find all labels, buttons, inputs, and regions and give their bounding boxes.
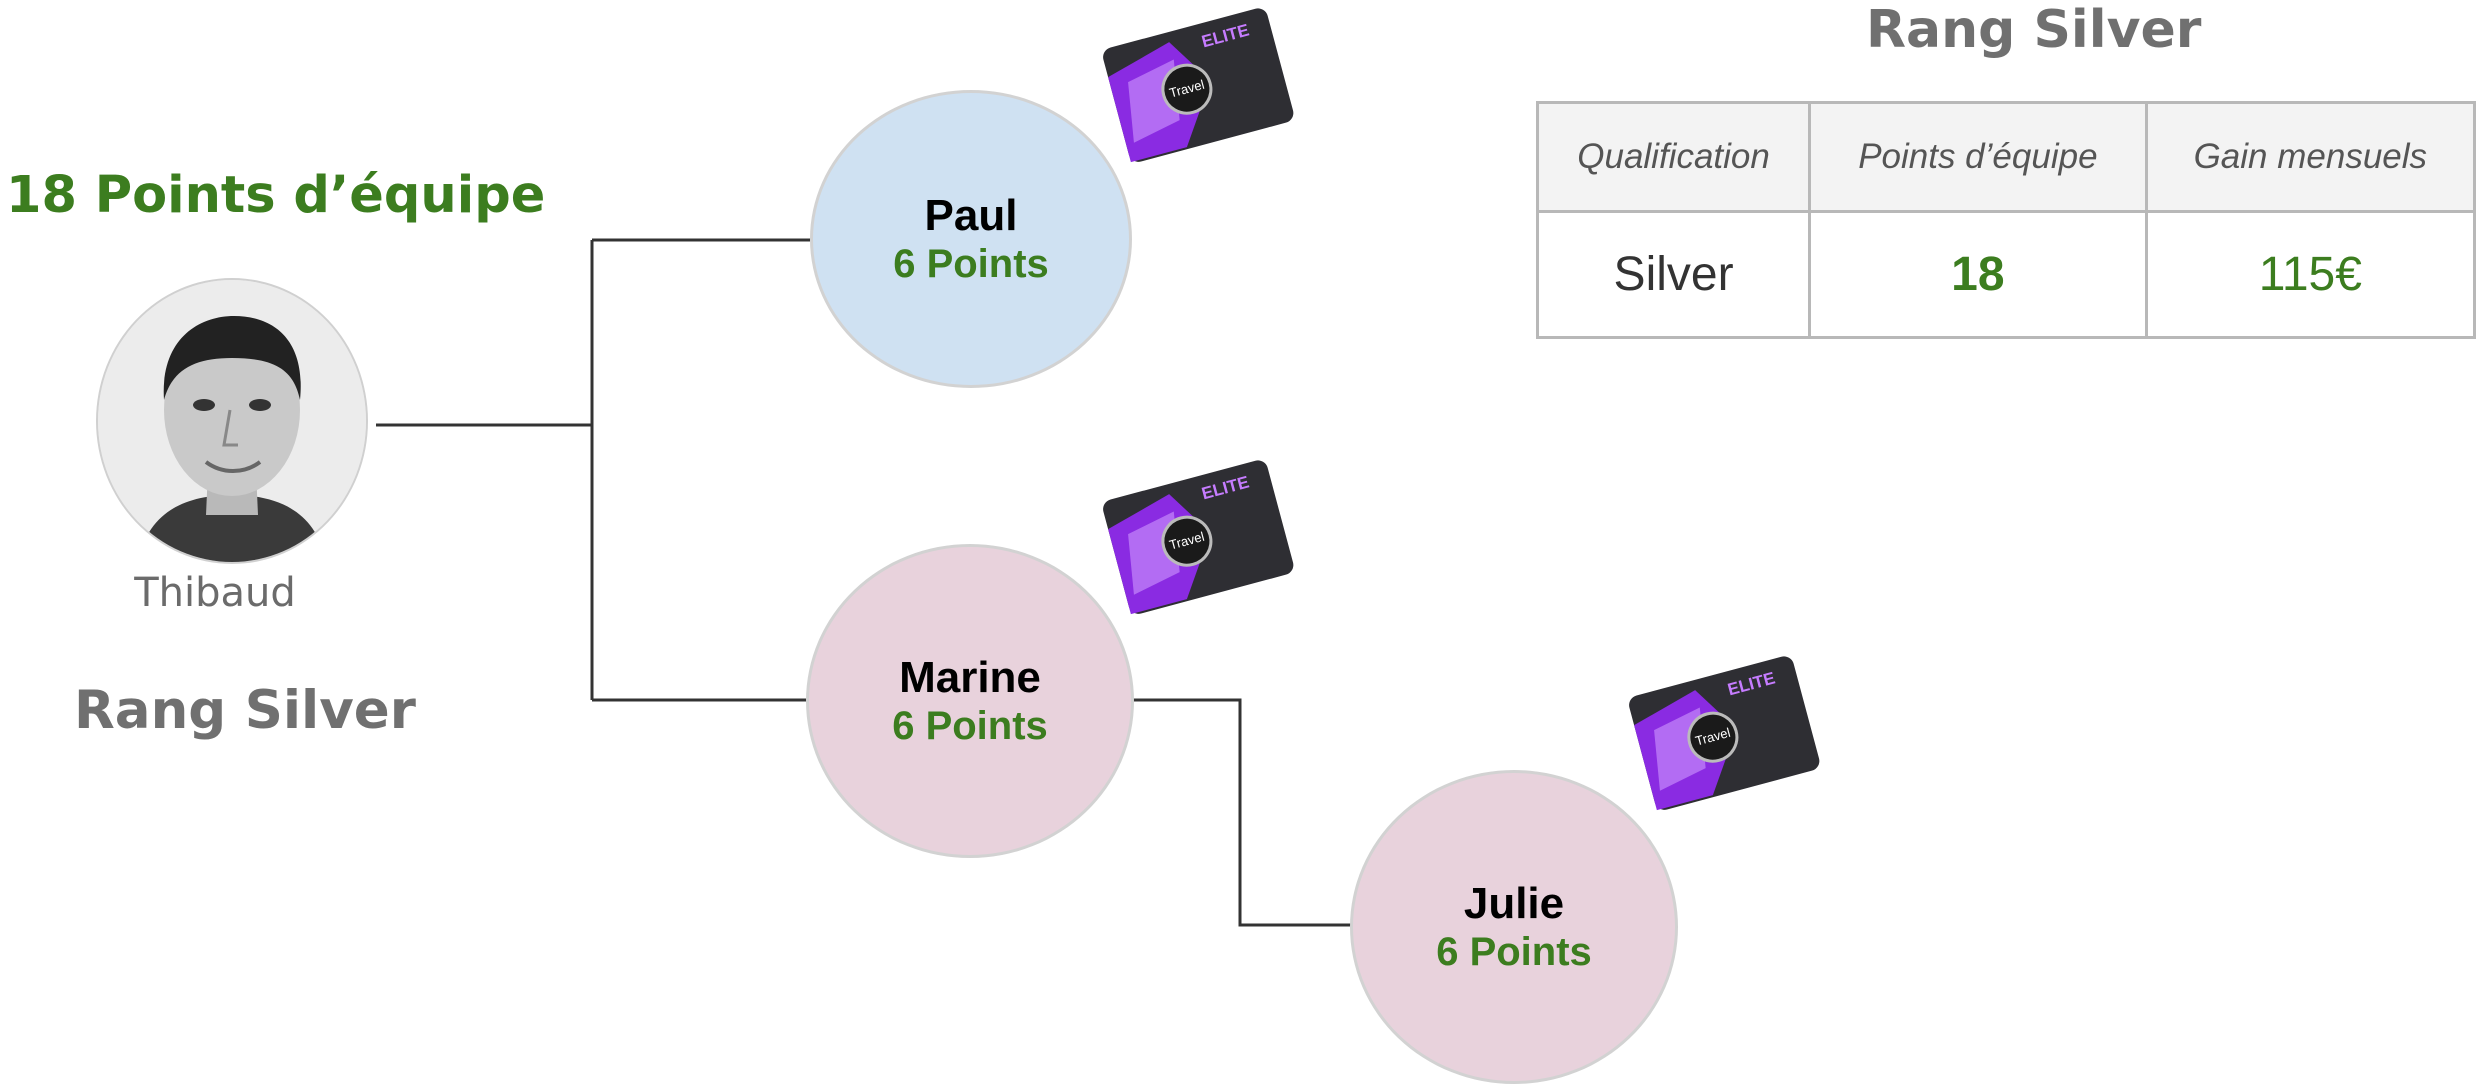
team-points-total: 18 Points d’équipe bbox=[6, 166, 546, 225]
member-points: 6 Points bbox=[893, 242, 1049, 287]
member-points: 6 Points bbox=[892, 704, 1048, 749]
avatar bbox=[96, 278, 368, 564]
owner-rank: Rang Silver bbox=[74, 680, 416, 741]
cell-monthly-gain: 115€ bbox=[2144, 210, 2477, 339]
qualification-table: Qualification Points d’équipe Gain mensu… bbox=[1535, 101, 2477, 339]
member-node-marine: Marine 6 Points bbox=[806, 544, 1134, 858]
member-name: Marine bbox=[899, 652, 1041, 702]
owner-name: Thibaud bbox=[134, 570, 296, 616]
cell-team-points: 18 bbox=[1808, 210, 2148, 339]
member-name: Paul bbox=[924, 190, 1018, 240]
table-title: Rang Silver bbox=[1866, 0, 2202, 60]
header-team-points: Points d’équipe bbox=[1808, 101, 2148, 213]
elite-card-icon: Travel ELITE bbox=[1098, 4, 1299, 173]
table-row: Silver 18 115€ bbox=[1535, 210, 2477, 339]
header-qualification: Qualification bbox=[1535, 101, 1812, 213]
person-photo-icon bbox=[98, 280, 366, 562]
elite-card-icon: Travel ELITE bbox=[1624, 652, 1825, 821]
member-node-paul: Paul 6 Points bbox=[810, 90, 1132, 388]
header-monthly-gain: Gain mensuels bbox=[2144, 101, 2477, 213]
elite-card-icon: Travel ELITE bbox=[1098, 456, 1299, 625]
table-header-row: Qualification Points d’équipe Gain mensu… bbox=[1535, 101, 2477, 213]
member-node-julie: Julie 6 Points bbox=[1350, 770, 1678, 1084]
member-points: 6 Points bbox=[1436, 930, 1592, 975]
cell-qualification: Silver bbox=[1535, 210, 1812, 339]
member-name: Julie bbox=[1463, 878, 1565, 928]
